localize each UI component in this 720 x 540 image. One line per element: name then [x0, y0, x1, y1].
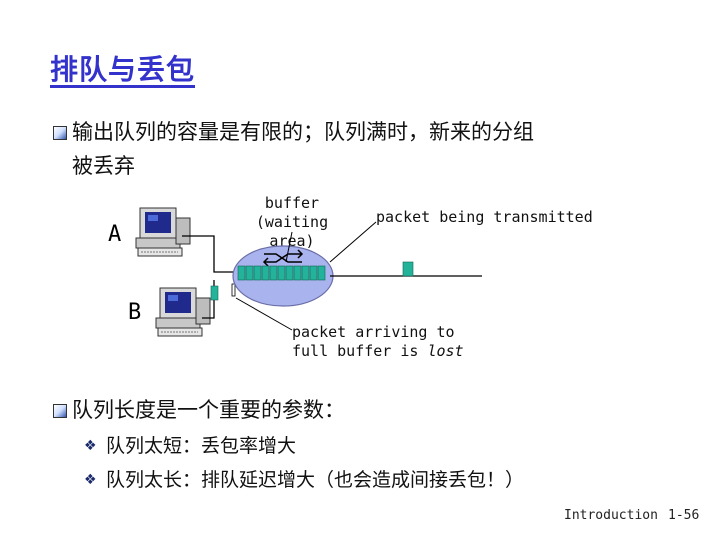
- sub-bullet-1: 队列太短：丢包率增大: [106, 435, 297, 457]
- transmitted-packet: [402, 261, 414, 277]
- bullet-marker: [53, 126, 67, 140]
- page-title: 排队与丢包: [50, 53, 196, 86]
- sub-bullet-marker: ❖: [84, 438, 97, 454]
- bullet-1-line-1: 输出队列的容量是有限的；队列满时，新来的分组: [72, 120, 534, 144]
- router-arrows-icon: [262, 249, 304, 267]
- buffer-queue: [237, 265, 326, 281]
- host-a-label: A: [108, 222, 122, 247]
- computer-icon-b: [155, 287, 211, 337]
- sub-bullet-marker: ❖: [84, 472, 97, 488]
- buffer-leader-line: [285, 231, 293, 263]
- buffer-caption-line-1: buffer: [264, 194, 320, 212]
- bullet-marker: [53, 404, 67, 418]
- footer-section: Introduction: [564, 508, 658, 523]
- arriving-caption-line-2: full buffer is lost: [292, 342, 492, 361]
- lost-packet-marker: [231, 283, 236, 297]
- arriving-caption-prefix: full buffer is: [292, 342, 428, 360]
- link-a: [182, 235, 236, 273]
- lost-word: lost: [427, 342, 464, 360]
- bullet-1-line-2: 被丢弃: [72, 154, 135, 178]
- host-b-label: B: [128, 300, 142, 325]
- transmitting-caption: packet being transmitted: [376, 208, 593, 226]
- bullet-2-text: 队列长度是一个重要的参数：: [72, 398, 345, 422]
- arriving-caption-line-1: packet arriving to: [292, 323, 455, 341]
- arriving-packet: [210, 285, 219, 301]
- buffer-caption: buffer (waiting area): [232, 194, 352, 251]
- lost-leader-line: [235, 297, 293, 331]
- sub-bullet-2: 队列太长：排队延迟增大（也会造成间接丢包！）: [106, 469, 525, 491]
- arriving-caption: packet arriving to full buffer is lost: [292, 323, 492, 361]
- page-number: 1-56: [668, 508, 700, 523]
- transmit-leader-line: [329, 221, 377, 263]
- computer-icon-a: [135, 207, 191, 257]
